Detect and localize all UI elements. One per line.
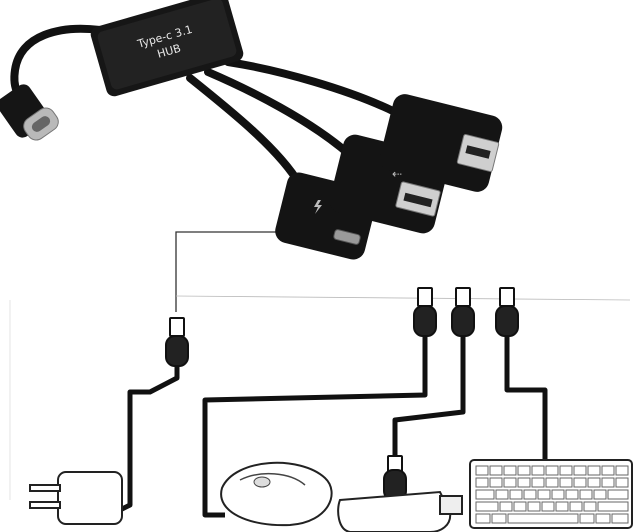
hub-body: Type-c 3.1 HUB xyxy=(90,0,244,97)
cable-to-usb-a-2 xyxy=(224,58,399,116)
usb-plug-charger xyxy=(165,317,189,367)
cable-to-usb-a-1 xyxy=(204,68,354,159)
usb-plug-drive xyxy=(383,455,407,501)
mouse-icon xyxy=(220,461,333,527)
line-art-cables xyxy=(118,336,548,518)
flash-drive-icon xyxy=(337,490,452,532)
keyboard-keys xyxy=(475,465,629,524)
usb-a-port-2 xyxy=(379,94,503,192)
cable-to-micro xyxy=(186,74,304,189)
power-plug-icon xyxy=(57,471,123,525)
usb-plug-keyboard xyxy=(495,287,519,337)
usb-plug-drive-cable xyxy=(451,287,475,337)
diagram-lines xyxy=(9,231,631,500)
usb-c-plug xyxy=(0,84,59,141)
wall-charger xyxy=(29,471,123,525)
usb-trident-icon: ⇠ xyxy=(392,167,402,181)
connector-line-charge xyxy=(175,231,300,312)
keyboard xyxy=(469,459,633,529)
connector-line-guide xyxy=(175,295,631,301)
hub-label-line2: HUB xyxy=(156,42,183,61)
lightning-icon xyxy=(314,200,322,214)
usb-flash-drive xyxy=(337,490,463,532)
usb-plug-mouse xyxy=(413,287,437,337)
mouse xyxy=(220,461,333,527)
